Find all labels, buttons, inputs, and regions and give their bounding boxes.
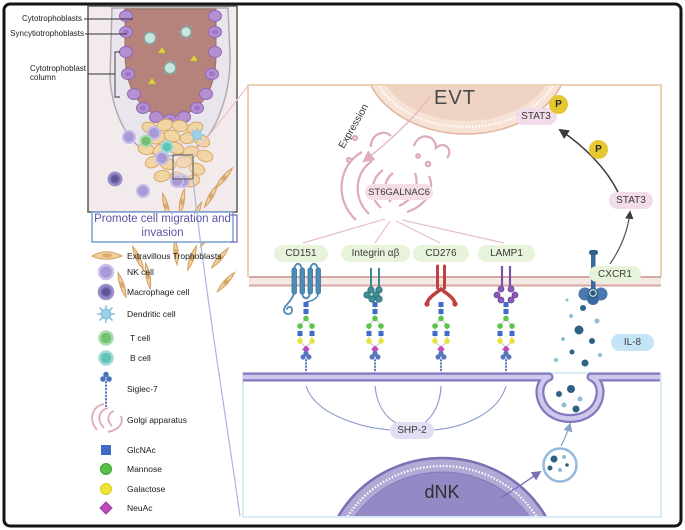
b-cell-icon [98, 350, 114, 366]
legend-label-neuac: NeuAc [127, 503, 153, 513]
trophoblast-cell-icon [90, 251, 124, 260]
expression-arrow [362, 96, 431, 163]
legend-icons [90, 251, 124, 515]
cytotrophoblasts-label: Cytotrophoblasts [21, 14, 82, 23]
il8-vesicle-dots [547, 455, 569, 472]
promote-bracket [230, 214, 238, 243]
cxcr1-label: CXCR1 [589, 266, 641, 282]
legend-label-macrophage: Macrophage cell [127, 287, 190, 297]
cd276-label: CD276 [413, 245, 469, 262]
glcnac-square-icon [101, 445, 111, 455]
il8-label: IL-8 [611, 334, 654, 351]
lamp1-receptor [493, 266, 519, 304]
promote-migration-box: Promote cell migration and invasion [94, 213, 231, 239]
galactose-circle-icon [100, 483, 112, 495]
macrophage-cell-icon [97, 283, 115, 301]
cd151-receptor [283, 262, 321, 316]
promote-box-frame [91, 211, 234, 243]
legend-label-tcell: T cell [130, 333, 151, 343]
cxcr1-receptor [578, 250, 608, 305]
legend-label-galactose: Galactose [127, 484, 166, 494]
evt-cell [370, 85, 562, 135]
evt-panel-border [247, 84, 662, 277]
legend-label-glcnac: GlcNAc [127, 445, 156, 455]
zoom-connector-lines [192, 85, 249, 517]
stat3-phospho-pill: STAT3 [515, 108, 557, 125]
nk-cell-icon [97, 263, 115, 281]
siglec-to-shp2-lines [305, 385, 507, 431]
cxcr1-to-stat3-arrow [609, 210, 634, 265]
decidual-immune-cells [107, 126, 205, 198]
neuac-diamond-icon [99, 501, 113, 515]
zoom-region-rect [172, 154, 194, 180]
legend-label-nk: NK cell [127, 267, 154, 277]
cd276-receptor [424, 264, 458, 307]
st6galnac6-label: ST6GALNAC6 [365, 184, 433, 200]
golgi-icon [91, 403, 123, 433]
dnk-cell-label: dNK [424, 482, 460, 502]
stat3-phosphorylation-arrow [558, 128, 619, 193]
phospho-badge-top: P [549, 95, 568, 114]
legend-label-bcell: B cell [130, 353, 151, 363]
il8-molecules [554, 298, 602, 413]
stat3-pill: STAT3 [609, 192, 653, 209]
syncytiotrophoblasts-label: Syncytiotrophoblasts [10, 29, 84, 38]
phospho-badge-mid: P [589, 140, 608, 159]
legend-label-golgi: Golgi apparatus [127, 415, 188, 425]
t-cell-icon [98, 330, 114, 346]
evt-cell-label: EVT [434, 87, 476, 109]
siglec7-icon [100, 371, 112, 407]
shp2-label: SHP-2 [390, 422, 434, 439]
integrin-receptor [363, 268, 383, 303]
il8-vesicle [542, 447, 578, 483]
dnk-cell [337, 456, 547, 516]
inset-label-lines [84, 18, 133, 98]
integrin-label: Integrin αβ [341, 245, 410, 262]
legend-label-dendritic: Dendritic cell [127, 309, 176, 319]
dnk-membrane [243, 372, 660, 423]
dnk-to-vesicle-arrow [499, 470, 542, 499]
vesicle-to-membrane-arrow [560, 422, 573, 447]
legend-label-mannose: Mannose [127, 464, 162, 474]
legend-label-trophoblasts: Extravillous Trophoblasts [127, 251, 222, 261]
villus-dendritic-cells [142, 24, 194, 76]
legend-label-siglec7: Siglec-7 [127, 384, 158, 394]
golgi-to-receptor-lines [302, 218, 505, 244]
golgi-apparatus [340, 131, 451, 221]
villus-antigens [147, 46, 199, 85]
cytotrophoblast-column-label: Cytotrophoblast column [30, 64, 87, 83]
mannose-circle-icon [100, 463, 112, 475]
dendritic-cell-icon [97, 305, 115, 323]
cd151-label: CD151 [274, 245, 328, 262]
lamp1-label: LAMP1 [478, 245, 535, 262]
